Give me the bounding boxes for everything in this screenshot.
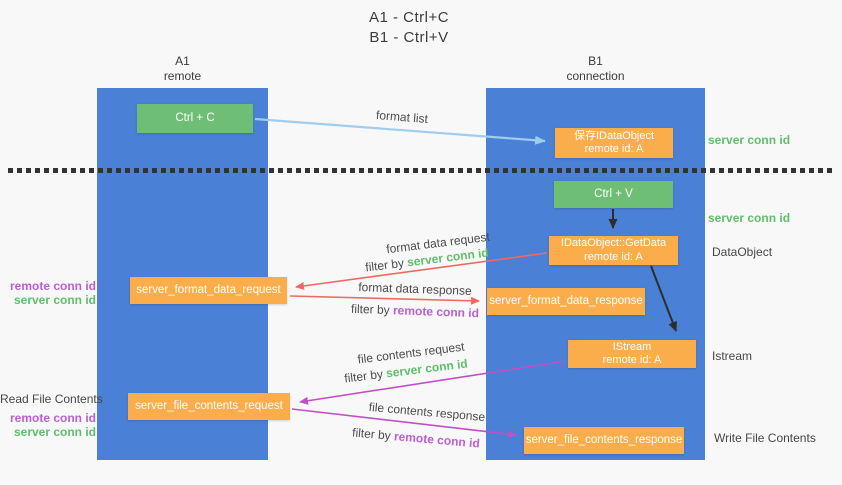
file-response-filter-label: filter by remote conn id: [352, 425, 481, 450]
file-conn-id-group: remote conn id server conn id: [0, 411, 96, 439]
column-b1-name: B1: [588, 54, 603, 68]
column-header-b1: B1 connection: [486, 54, 705, 84]
format-conn-id-group: remote conn id server conn id: [0, 279, 96, 307]
server-conn-id-left-2: server conn id: [13, 425, 96, 439]
istream-line1: IStream: [612, 340, 652, 353]
read-file-contents-label: Read File Contents: [0, 392, 103, 406]
getdata-box: IDataObject::GetData remote id: A: [549, 236, 678, 265]
server-file-contents-request-label: server_file_contents_request: [135, 399, 283, 412]
server-conn-id-right-mid: server conn id: [708, 211, 791, 225]
save-dataobject-line1: 保存IDataObject: [573, 129, 655, 142]
server-conn-id-right-top: server conn id: [708, 133, 791, 147]
remote-conn-id-left-1: remote conn id: [9, 279, 96, 293]
diagram-title: A1 - Ctrl+C B1 - Ctrl+V: [309, 8, 509, 48]
save-dataobject-box: 保存IDataObject remote id: A: [555, 128, 673, 158]
ctrl-v-box: Ctrl + V: [554, 181, 673, 208]
server-conn-id-left-1: server conn id: [13, 293, 96, 307]
ctrl-v-label: Ctrl + V: [594, 187, 633, 200]
istream-line2: remote id: A: [602, 354, 662, 366]
filter-by-text: filter by: [364, 255, 408, 275]
column-header-a1: A1 remote: [97, 54, 268, 84]
file-contents-response-label: file contents response: [368, 399, 486, 425]
save-dataobject-line2: remote id: A: [584, 143, 644, 155]
remote-conn-id-text: remote conn id: [393, 429, 481, 451]
istream-side-label: Istream: [712, 349, 753, 363]
format-response-filter-label: filter by remote conn id: [351, 302, 479, 320]
dataobject-label: DataObject: [712, 245, 773, 259]
ctrl-c-box: Ctrl + C: [137, 104, 253, 133]
remote-conn-id-text: remote conn id: [392, 303, 480, 321]
session-divider-dotted-line: [8, 168, 834, 173]
column-a1-name: A1: [175, 54, 190, 68]
column-a1-role: remote: [163, 69, 202, 83]
getdata-line1: IDataObject::GetData: [560, 237, 667, 249]
filter-by-text: filter by: [350, 301, 394, 318]
server-format-data-request-label: server_format_data_request: [136, 283, 281, 296]
ctrl-c-label: Ctrl + C: [175, 111, 215, 124]
column-b1-role: connection: [566, 69, 625, 83]
server-file-contents-response-label: server_file_contents_response: [525, 433, 683, 446]
server-format-data-request-box: server_format_data_request: [130, 277, 287, 304]
write-file-contents-label: Write File Contents: [714, 431, 816, 445]
getdata-line2: remote id: A: [584, 250, 643, 263]
format-data-response-label: format data response: [358, 280, 472, 298]
filter-by-text: filter by: [343, 366, 387, 386]
server-format-data-response-box: server_format_data_response: [487, 288, 645, 315]
title-line-2: B1 - Ctrl+V: [369, 29, 449, 46]
title-line-1: A1 - Ctrl+C: [368, 9, 450, 26]
format-list-label: format list: [375, 107, 429, 127]
remote-conn-id-left-2: remote conn id: [9, 411, 96, 425]
filter-by-text: filter by: [351, 425, 395, 444]
istream-box: IStream remote id: A: [568, 340, 696, 368]
server-file-contents-response-box: server_file_contents_response: [524, 427, 684, 454]
server-format-data-response-label: server_format_data_response: [489, 294, 643, 307]
server-file-contents-request-box: server_file_contents_request: [128, 393, 290, 420]
